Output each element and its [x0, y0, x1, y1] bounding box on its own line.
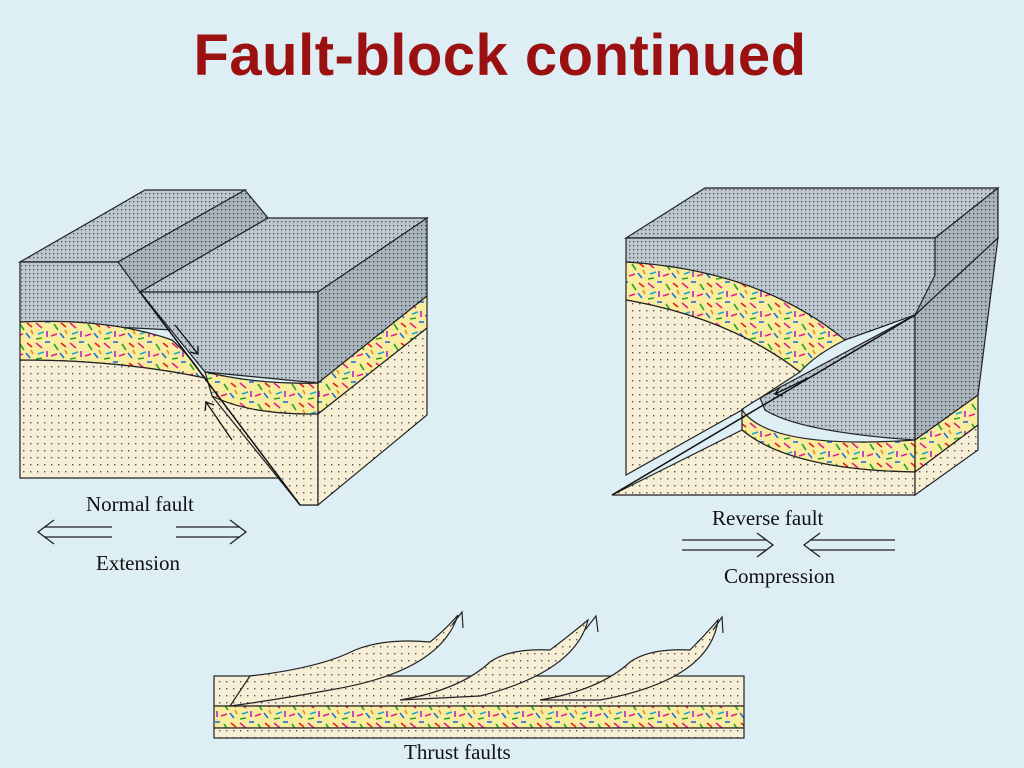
- normal-fault-block: [17, 189, 429, 507]
- compression-arrows: [682, 532, 895, 558]
- reverse-fault-block: [611, 186, 1000, 497]
- reverse-fault-caption: Reverse fault: [712, 506, 824, 530]
- normal-fault-caption: Normal fault: [86, 492, 194, 516]
- thrust-faults-diagram: [213, 610, 745, 739]
- extension-label: Extension: [96, 551, 180, 575]
- compression-label: Compression: [724, 564, 835, 588]
- slide-title: Fault-block continued: [193, 23, 807, 88]
- extension-arrows: [36, 519, 248, 545]
- thrust-faults-caption: Thrust faults: [404, 740, 511, 764]
